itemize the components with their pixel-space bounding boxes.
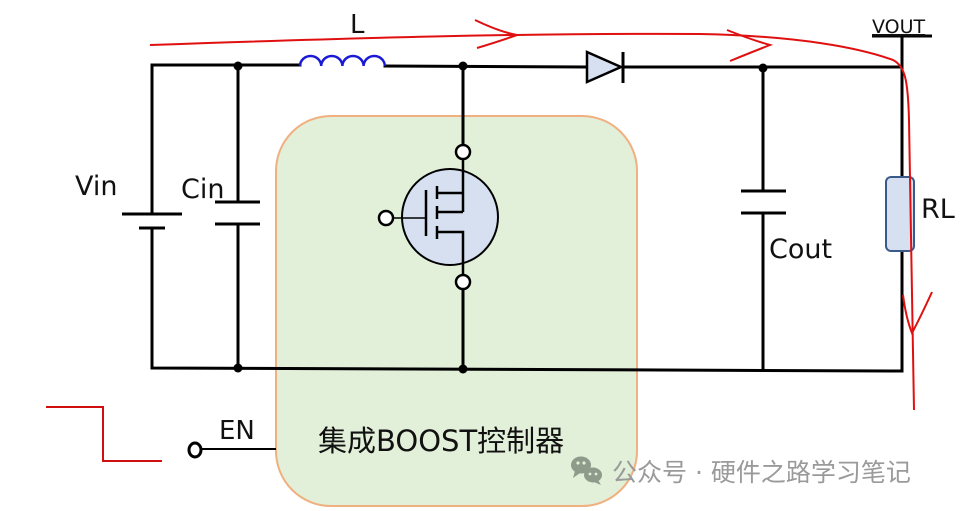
cin-capacitor-symbol [215, 200, 260, 226]
rl-resistor-symbol [885, 176, 915, 252]
diode-symbol [585, 50, 625, 84]
vin-label: Vin [75, 171, 118, 202]
mosfet-body [401, 168, 499, 266]
vout-label: VOUT [872, 16, 926, 38]
cin-label: Cin [181, 174, 224, 205]
junction-dot [458, 364, 468, 374]
bottom-rail [150, 226, 904, 373]
watermark: 公众号 · 硬件之路学习笔记 [571, 456, 911, 487]
boost-controller-block [275, 115, 638, 507]
cout-label: Cout [769, 234, 832, 265]
current-arrow-3 [902, 291, 933, 336]
top-rail-left [150, 63, 302, 216]
mosfet-source-terminal [454, 273, 472, 291]
mosfet-gate-terminal [377, 209, 395, 227]
current-arrow-2 [726, 29, 774, 62]
wechat-icon [571, 456, 602, 485]
current-path-line [149, 32, 915, 411]
top-rail-mid [383, 64, 587, 69]
junction-dot [458, 61, 468, 71]
watermark-text: 公众号 · 硬件之路学习笔记 [612, 458, 911, 487]
junction-dot [758, 63, 768, 73]
en-label: EN [219, 416, 255, 446]
junction-dots [233, 61, 768, 374]
rl-label: RL [921, 194, 955, 225]
current-arrow-1 [474, 19, 521, 49]
en-pin [187, 441, 276, 459]
current-path-annotation [149, 19, 933, 411]
en-step-signal [46, 406, 162, 462]
junction-dot [233, 61, 243, 71]
mosfet-drain-terminal [454, 143, 472, 161]
cout-capacitor-symbol [741, 189, 786, 215]
controller-label: 集成BOOST控制器 [318, 424, 564, 458]
mosfet-symbol [377, 143, 499, 291]
battery-symbol [122, 212, 182, 230]
inductor-label: L [350, 10, 365, 40]
junction-dot [233, 363, 243, 373]
inductor-symbol [298, 54, 387, 67]
